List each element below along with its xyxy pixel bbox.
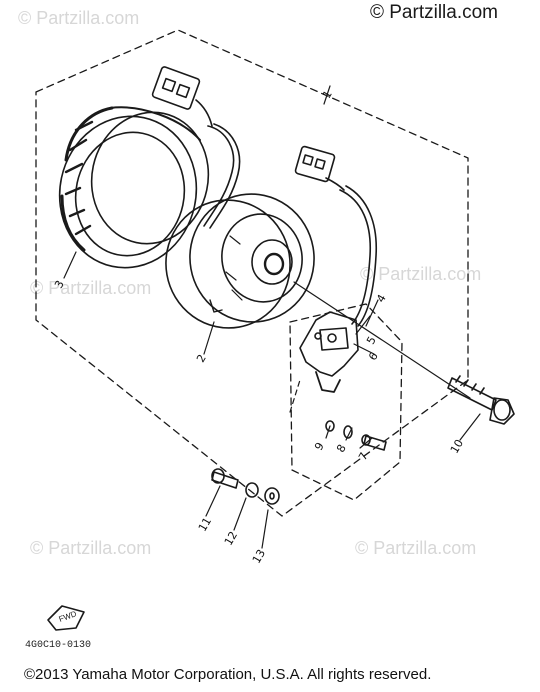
fwd-arrow-icon <box>47 605 85 631</box>
watermark: © Partzilla.com <box>30 278 152 298</box>
pickup-lead-wire <box>294 145 378 327</box>
part-code: 4G0C10-0130 <box>25 640 92 651</box>
watermark: © Partzilla.com <box>18 8 140 28</box>
screw-7 <box>361 434 387 451</box>
fwd-label: FWD <box>58 609 78 624</box>
washer-13 <box>264 487 280 505</box>
watermark: © Partzilla.com <box>360 264 482 284</box>
washer-9 <box>325 420 335 432</box>
washer-8 <box>343 425 353 439</box>
copyright-header: © Partzilla.com <box>369 2 498 23</box>
screw-11 <box>211 468 239 489</box>
rotor <box>165 193 315 329</box>
watermark: © Partzilla.com <box>30 538 152 558</box>
copyright-footer: ©2013 Yamaha Motor Corporation, U.S.A. A… <box>24 666 432 683</box>
leader-lines <box>63 85 481 549</box>
assembly-outline <box>35 29 469 517</box>
bolt-10 <box>447 375 515 425</box>
stator-lead-wire <box>151 66 241 229</box>
washer-12 <box>245 482 259 498</box>
pickup-assembly <box>299 311 359 393</box>
watermark: © Partzilla.com <box>355 538 477 558</box>
stator-coil <box>58 106 210 269</box>
